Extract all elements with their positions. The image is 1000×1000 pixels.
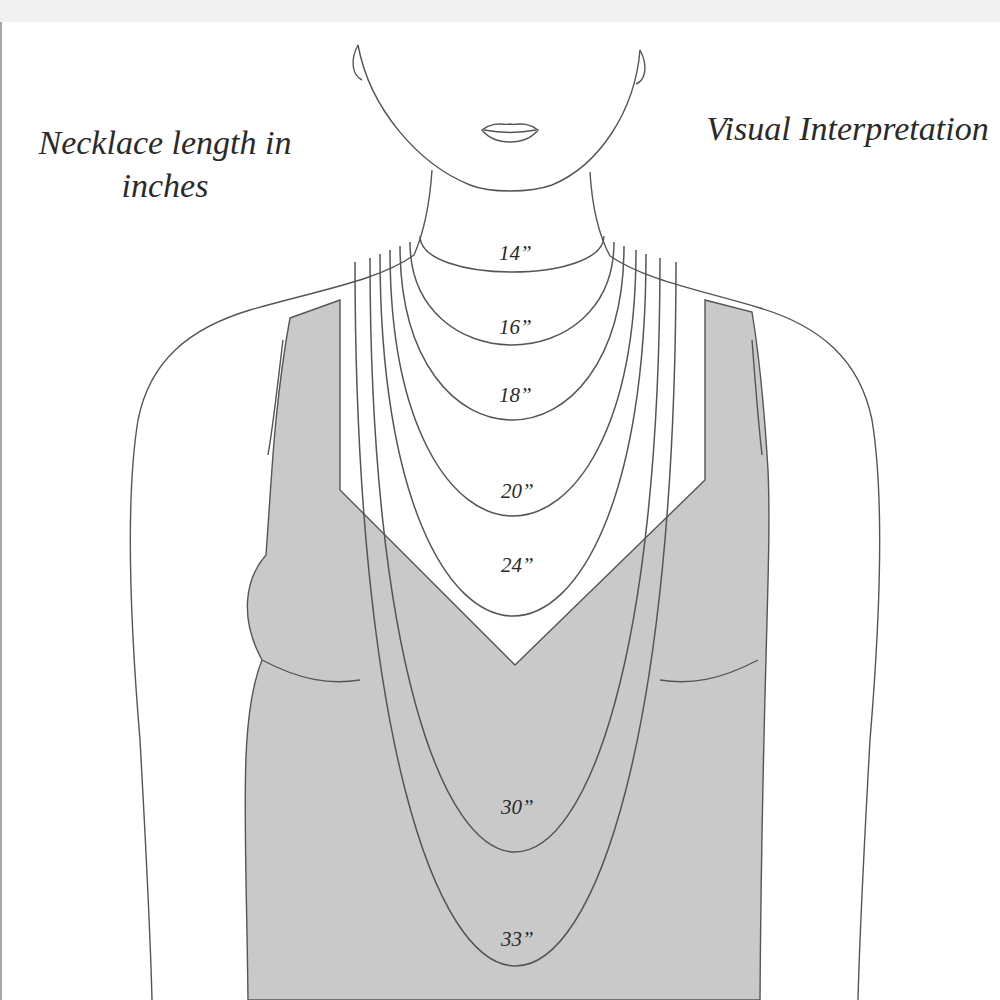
heading-text: Necklace length in inches (15, 122, 315, 207)
necklace-chain (370, 258, 660, 852)
body-outline (130, 45, 880, 1000)
necklace-chain (380, 254, 646, 616)
necklace-chain (355, 262, 676, 966)
top-band (0, 0, 1000, 22)
length-label: 18” (495, 384, 536, 407)
heading-text: Visual Interpretation (705, 108, 990, 151)
tank-top (245, 300, 769, 1000)
necklace-chain (410, 242, 614, 345)
length-label: 30” (497, 796, 538, 819)
length-label: 20” (497, 480, 538, 503)
necklace-chain (400, 246, 624, 420)
length-label: 33” (497, 928, 538, 951)
necklace-chains (355, 236, 676, 966)
necklace-chain (390, 250, 636, 516)
length-label: 14” (495, 242, 536, 265)
length-label: 24” (497, 554, 538, 577)
frame-edge (0, 22, 2, 1000)
length-label: 16” (495, 316, 536, 339)
necklace-chain (420, 236, 604, 272)
